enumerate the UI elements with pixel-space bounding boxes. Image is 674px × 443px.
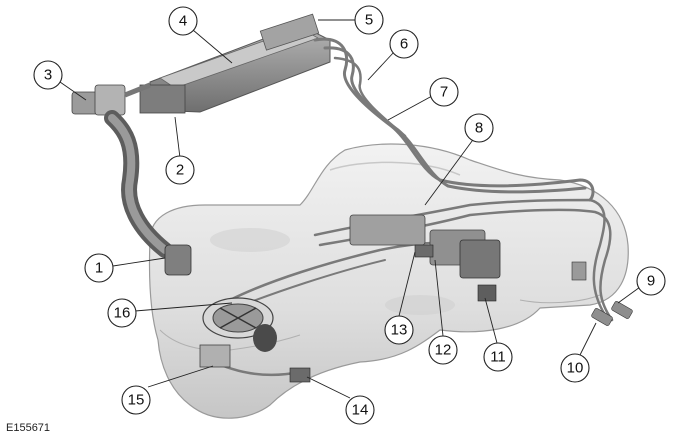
svg-text:8: 8 xyxy=(475,120,483,137)
callout-4: 4 xyxy=(168,6,198,36)
purge-valve xyxy=(71,82,151,116)
callout-14: 14 xyxy=(345,395,375,425)
callout-8: 8 xyxy=(464,113,494,143)
svg-text:7: 7 xyxy=(440,84,448,101)
svg-text:15: 15 xyxy=(128,392,145,409)
svg-text:11: 11 xyxy=(490,349,506,366)
callout-1: 1 xyxy=(84,253,114,283)
tank-internal-components xyxy=(289,214,501,383)
callout-16: 16 xyxy=(107,298,137,328)
svg-text:3: 3 xyxy=(44,67,52,84)
svg-text:2: 2 xyxy=(176,162,184,179)
evap-canister xyxy=(139,13,331,114)
figure-id: E155671 xyxy=(6,422,51,434)
svg-text:10: 10 xyxy=(567,360,584,377)
callout-5: 5 xyxy=(354,5,384,35)
callout-15: 15 xyxy=(121,385,151,415)
svg-text:12: 12 xyxy=(435,342,452,359)
fuel-tank xyxy=(148,143,629,419)
svg-text:16: 16 xyxy=(114,305,131,322)
callout-12: 12 xyxy=(428,335,458,365)
callout-10: 10 xyxy=(560,353,590,383)
callout-6: 6 xyxy=(389,29,419,59)
svg-text:6: 6 xyxy=(400,36,408,53)
line-connectors xyxy=(571,261,633,326)
callout-13: 13 xyxy=(384,315,414,345)
callout-9: 9 xyxy=(636,266,666,296)
callout-3: 3 xyxy=(33,60,63,90)
callout-2: 2 xyxy=(165,155,195,185)
svg-text:13: 13 xyxy=(391,322,408,339)
callouts: 1 2 3 4 5 6 7 8 9 10 11 12 13 14 15 16 xyxy=(33,5,666,425)
filler-hose xyxy=(104,110,192,276)
svg-text:14: 14 xyxy=(352,402,369,419)
svg-text:1: 1 xyxy=(95,260,103,277)
leader-lines xyxy=(59,19,641,399)
svg-text:9: 9 xyxy=(647,273,655,290)
svg-text:4: 4 xyxy=(179,13,187,30)
fuel-pump-module xyxy=(199,297,277,368)
callout-7: 7 xyxy=(429,77,459,107)
callout-11: 11 xyxy=(483,342,513,372)
svg-text:5: 5 xyxy=(365,12,373,29)
